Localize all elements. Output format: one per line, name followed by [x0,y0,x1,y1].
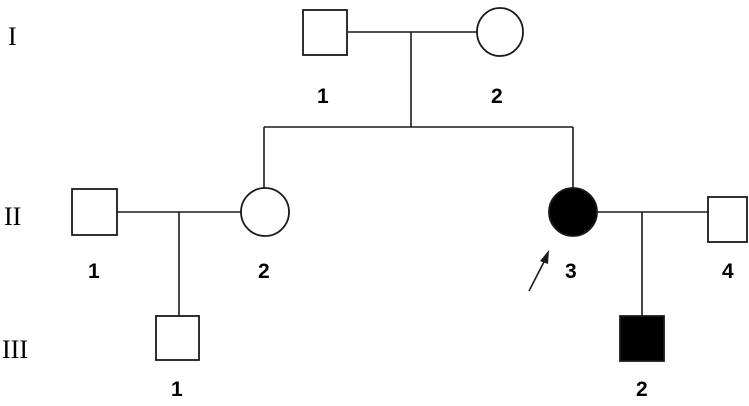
individual-i2-label: 2 [491,85,503,108]
individual-ii1-label: 1 [88,260,100,283]
generation-label-1: I [8,22,17,51]
individual-ii2-label: 2 [258,260,270,283]
generation-label-3: III [2,335,28,364]
generation-label-2: II [4,202,21,231]
individual-i1-male-symbol [302,9,348,56]
individual-ii2-female-symbol [240,187,290,237]
individual-iii2-label: 2 [636,378,648,401]
individual-ii3-label: 3 [565,260,577,283]
individual-iii2-affected-male-symbol [619,315,665,362]
individual-i1-label: 1 [317,85,329,108]
individual-i2-female-symbol [476,7,524,57]
individual-ii4-male-symbol [707,196,748,243]
individual-iii1-label: 1 [171,378,183,401]
individual-ii4-label: 4 [722,260,734,283]
individual-ii3-affected-female-symbol [548,187,598,237]
individual-iii1-male-symbol [155,315,200,361]
proband-arrow-icon [528,250,549,292]
individual-ii1-male-symbol [71,188,118,236]
